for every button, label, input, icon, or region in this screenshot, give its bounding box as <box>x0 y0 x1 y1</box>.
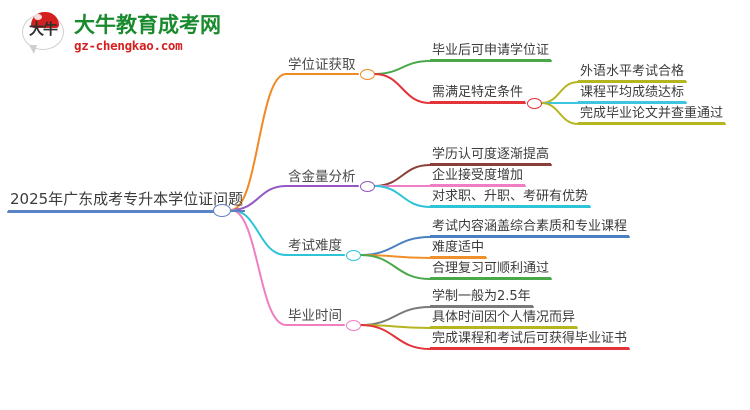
speech-bubble-tail-icon <box>29 45 37 54</box>
branch-node-label-3[interactable]: 毕业时间 <box>288 308 342 324</box>
mindmap-edge <box>359 236 630 256</box>
mindmap-edge <box>230 185 359 211</box>
leaf-node-label-1-1[interactable]: 企业接受度增加 <box>430 164 526 186</box>
leaf-node-label-0-1-1[interactable]: 课程平均成绩达标 <box>578 81 687 103</box>
leaf-node-label-0-0[interactable]: 毕业后可申请学位证 <box>430 39 552 61</box>
mindmap-node-dot[interactable] <box>213 203 231 217</box>
leaf-node-label-0-1-0[interactable]: 外语水平考试合格 <box>578 60 687 82</box>
leaf-node-label-0-1[interactable]: 需满足特定条件 <box>430 81 526 103</box>
leaf-node-label-3-0[interactable]: 学制一般为2.5年 <box>430 285 533 307</box>
logo-mark-icon: 大牛 <box>22 12 66 56</box>
root-node-label[interactable]: 2025年广东成考专升本学位证问题 <box>8 188 246 212</box>
leaf-node-label-2-1[interactable]: 难度适中 <box>430 236 487 258</box>
mindmap-node-dot[interactable] <box>345 319 361 331</box>
mindmap-node-dot[interactable] <box>526 97 542 109</box>
logo-title: 大牛教育成考网 <box>74 13 221 38</box>
mindmap-edge <box>373 60 552 75</box>
logo-text-block: 大牛教育成考网 gz-chengkao.com <box>74 15 221 53</box>
branch-node-label-1[interactable]: 含金量分析 <box>288 169 356 185</box>
mindmap-edge <box>230 73 359 211</box>
leaf-node-label-2-0[interactable]: 考试内容涵盖综合素质和专业课程 <box>430 215 630 237</box>
mindmap-node-dot[interactable] <box>359 180 375 192</box>
logo-url: gz-chengkao.com <box>74 38 183 54</box>
branch-node-label-2[interactable]: 考试难度 <box>288 238 342 254</box>
leaf-node-label-3-2[interactable]: 完成课程和考试后可获得毕业证书 <box>430 327 630 349</box>
leaf-node-label-0-1-2[interactable]: 完成毕业论文并查重通过 <box>578 102 726 124</box>
red-cap-icon <box>31 12 59 28</box>
logo-mark-label: 大牛 <box>28 20 58 38</box>
leaf-node-label-3-1[interactable]: 具体时间因个人情况而异 <box>430 306 578 328</box>
leaf-node-label-1-2[interactable]: 对求职、升职、考研有优势 <box>430 185 591 207</box>
branch-node-label-0[interactable]: 学位证获取 <box>288 57 356 73</box>
mindmap-node-dot[interactable] <box>359 68 375 80</box>
mindmap-node-dot[interactable] <box>345 249 361 261</box>
leaf-node-label-1-0[interactable]: 学历认可度逐渐提高 <box>430 143 552 165</box>
leaf-node-label-2-2[interactable]: 合理复习可顺利通过 <box>430 257 552 279</box>
site-logo: 大牛 大牛教育成考网 gz-chengkao.com <box>22 10 342 58</box>
